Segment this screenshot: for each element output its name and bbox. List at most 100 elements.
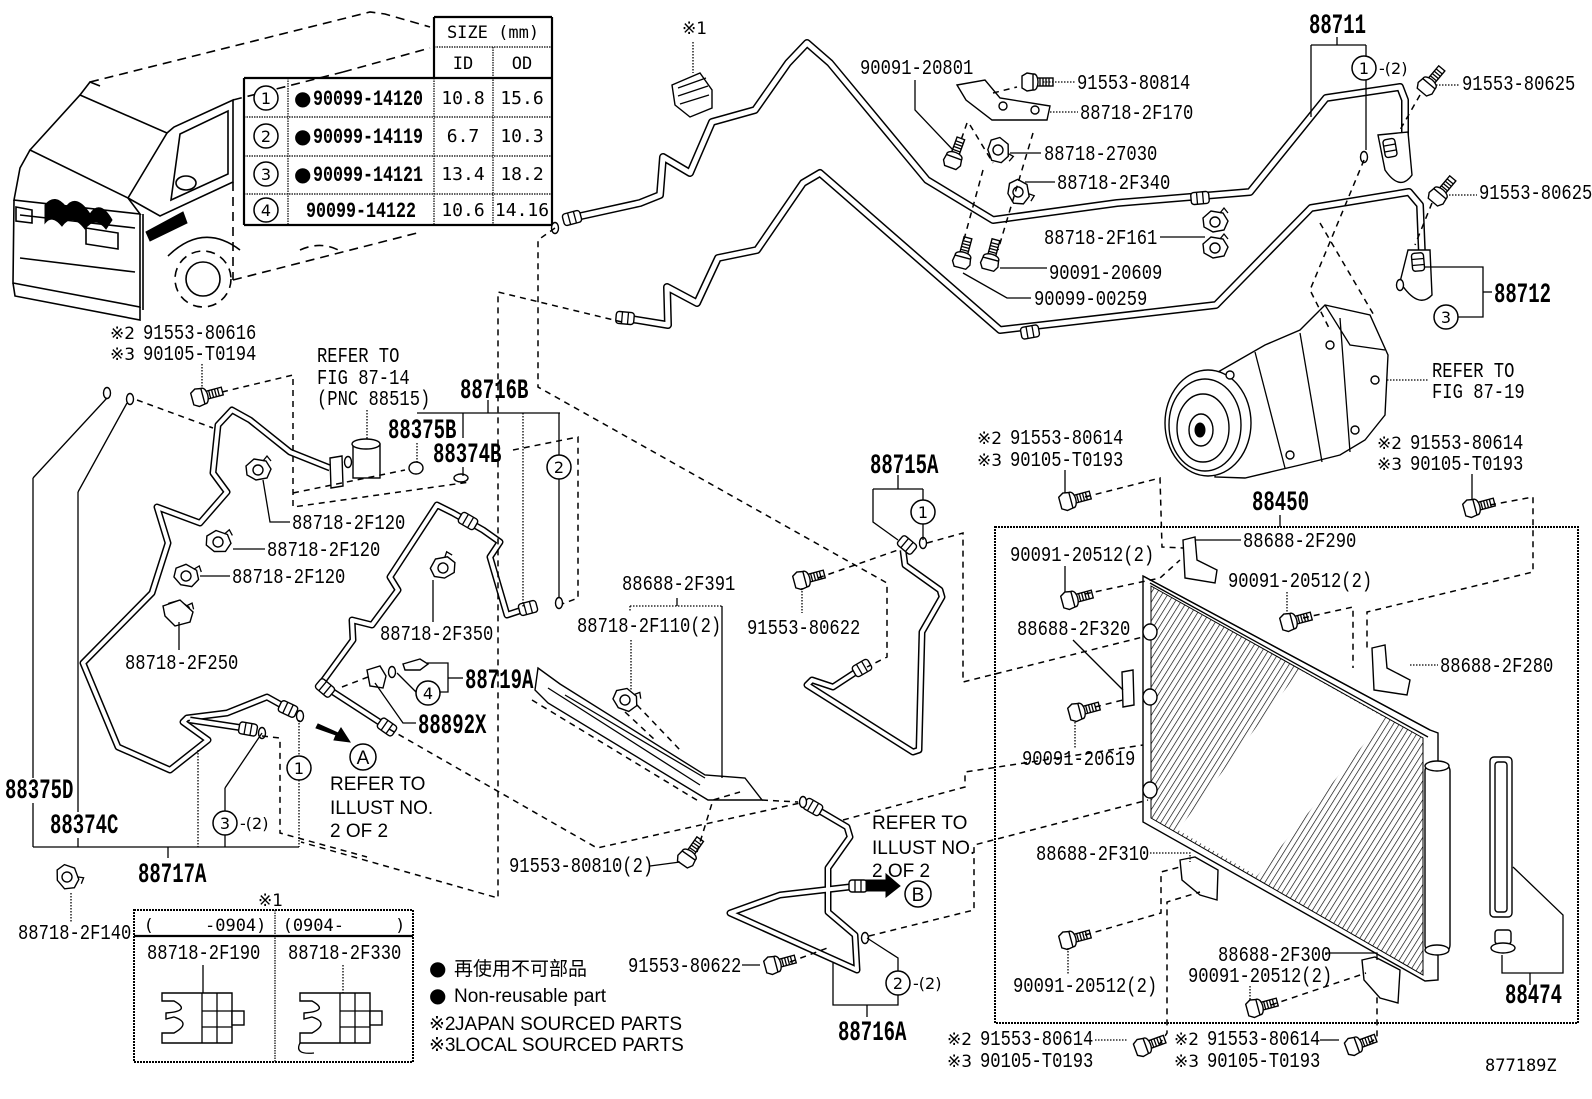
clip-variant-table: ( -0904) (0904- ) 88718-2F190 88718-2F33… xyxy=(144,916,406,966)
hose-ref-number: 1 xyxy=(294,759,304,778)
callout-88450[interactable]: 88450 xyxy=(1252,488,1309,519)
pipe-bore xyxy=(624,170,1425,333)
refer-line[interactable]: REFER TO xyxy=(1432,361,1514,384)
callout-88474[interactable]: 88474 xyxy=(1505,981,1562,1012)
callout-88718-2f170[interactable]: 88718-2F170 xyxy=(1080,103,1193,126)
callout-88688-2f290[interactable]: 88688-2F290 xyxy=(1243,531,1356,554)
callout-88374b[interactable]: 88374B xyxy=(433,440,502,471)
row-part-number[interactable]: 90099-14119 xyxy=(313,125,423,150)
callout-90091-20512[interactable]: 90091-20512(2) xyxy=(1010,545,1154,568)
fitting-flat xyxy=(1025,326,1029,339)
bolt-thread xyxy=(1081,492,1086,501)
callout-88711[interactable]: 88711 xyxy=(1309,11,1366,42)
refer-line[interactable]: ILLUST NO. xyxy=(330,798,433,819)
callout-91553-80814[interactable]: 91553-80814 xyxy=(1077,73,1190,96)
clamp-icon xyxy=(245,454,272,481)
callout-88718-2f140[interactable]: 88718-2F140 xyxy=(18,923,131,946)
bolt-thread xyxy=(216,388,221,397)
callout-local-part[interactable]: 90105-T0193 xyxy=(1010,450,1123,473)
callout-local-part[interactable]: 90105-T0193 xyxy=(980,1051,1093,1074)
callout-91553-80810[interactable]: 91553-80810(2) xyxy=(509,856,653,879)
callout-88716a[interactable]: 88716A xyxy=(838,1018,907,1049)
refer-line[interactable]: REFER TO xyxy=(872,813,967,834)
callout-local-part[interactable]: 90105-T0193 xyxy=(1207,1051,1320,1074)
callout-88716b[interactable]: 88716B xyxy=(460,376,529,407)
callout-japan-part[interactable]: 91553-80614 xyxy=(1410,433,1523,456)
callout-japan-part[interactable]: 91553-80614 xyxy=(1010,428,1123,451)
refer-note-illust-b[interactable]: B REFER TO ILLUST NO. 2 OF 2 xyxy=(872,813,975,908)
bolt-thread xyxy=(1433,70,1441,77)
callout-local-part[interactable]: 90105-T0194 xyxy=(143,344,256,367)
refer-note-fig-87-19[interactable]: REFER TO FIG 87-19 xyxy=(1432,361,1525,405)
callout-88717a[interactable]: 88717A xyxy=(138,860,207,891)
refer-note-illust-a[interactable]: A REFER TO ILLUST NO. 2 OF 2 xyxy=(330,743,433,842)
fitting-flat xyxy=(528,601,534,614)
callout-88718-2f340[interactable]: 88718-2F340 xyxy=(1057,173,1170,196)
hose-ref-number: 2 xyxy=(893,974,903,993)
bolt-thread xyxy=(1078,493,1083,502)
refer-line[interactable]: 2 OF 2 xyxy=(872,861,930,882)
callout-90091-20801[interactable]: 90091-20801 xyxy=(860,58,973,81)
callout-88719a[interactable]: 88719A xyxy=(465,666,534,697)
refer-line[interactable]: 2 OF 2 xyxy=(330,821,388,842)
drain-plug-icon xyxy=(1494,929,1512,945)
bolt-icon xyxy=(189,386,225,408)
refer-note-fig-87-14[interactable]: REFER TO FIG 87-14 (PNC 88515) xyxy=(317,346,430,412)
callout-88688-2f300[interactable]: 88688-2F300 xyxy=(1218,945,1331,968)
callout-90091-20512[interactable]: 90091-20512(2) xyxy=(1228,571,1372,594)
callout-90091-20512[interactable]: 90091-20512(2) xyxy=(1013,976,1157,999)
callout-90091-20619[interactable]: 90091-20619 xyxy=(1022,749,1135,772)
refer-line[interactable]: FIG 87-14 xyxy=(317,368,410,391)
callout-91553-80625[interactable]: 91553-80625 xyxy=(1462,74,1575,97)
callout-88688-2f320[interactable]: 88688-2F320 xyxy=(1017,619,1130,642)
callout-88718-2f120[interactable]: 88718-2F120 xyxy=(292,513,405,536)
callout-88892x[interactable]: 88892X xyxy=(418,711,487,742)
fitting-nut xyxy=(848,879,868,893)
callout-91553-80625[interactable]: 91553-80625 xyxy=(1479,183,1592,206)
ref-letter[interactable]: A xyxy=(357,748,370,769)
row-part-number[interactable]: 90099-14122 xyxy=(306,199,416,224)
clip-body xyxy=(161,992,233,1044)
callout-local-part[interactable]: 90105-T0193 xyxy=(1410,454,1523,477)
callout-88718-27030[interactable]: 88718-27030 xyxy=(1044,144,1157,167)
callout-88688-2f391[interactable]: 88688-2F391 xyxy=(622,574,735,597)
support-88688-2f391-icon xyxy=(534,666,764,801)
callout-90091-20512[interactable]: 90091-20512(2) xyxy=(1188,966,1332,989)
callout-88374c[interactable]: 88374C xyxy=(50,811,119,842)
callout-90099-00259[interactable]: 90099-00259 xyxy=(1034,289,1147,312)
refer-line[interactable]: REFER TO xyxy=(330,774,425,795)
callout-91553-80622[interactable]: 91553-80622 xyxy=(747,618,860,641)
callout-japan-part[interactable]: 91553-80616 xyxy=(143,323,256,346)
refer-line[interactable]: ILLUST NO. xyxy=(872,838,975,859)
sourced-bolt-callout: ※2 91553-80614 ※3 90105-T0193 xyxy=(977,428,1123,473)
callout-88718-2f250[interactable]: 88718-2F250 xyxy=(125,653,238,676)
row-part-number[interactable]: 90099-14120 xyxy=(313,87,423,112)
callout-88688-2f310[interactable]: 88688-2F310 xyxy=(1036,844,1149,867)
row-part-number[interactable]: 90099-14121 xyxy=(313,163,423,188)
callout-88715a[interactable]: 88715A xyxy=(870,451,939,482)
callout-88718-2f330[interactable]: 88718-2F330 xyxy=(288,943,401,966)
callout-88718-2f110[interactable]: 88718-2F110(2) xyxy=(577,616,721,639)
callout-japan-part[interactable]: 91553-80614 xyxy=(1207,1029,1320,1052)
callout-90091-20609[interactable]: 90091-20609 xyxy=(1049,263,1162,286)
refer-line[interactable]: REFER TO xyxy=(317,346,399,369)
callout-91553-80622[interactable]: 91553-80622 xyxy=(628,956,741,979)
refer-line[interactable]: (PNC 88515) xyxy=(317,389,430,412)
callout-88375b[interactable]: 88375B xyxy=(388,416,457,447)
callout-88712[interactable]: 88712 xyxy=(1494,280,1551,311)
callout-japan-part[interactable]: 91553-80614 xyxy=(980,1029,1093,1052)
refer-line[interactable]: FIG 87-19 xyxy=(1432,382,1525,405)
callout-88718-2f120[interactable]: 88718-2F120 xyxy=(232,567,345,590)
callout-88718-2f190[interactable]: 88718-2F190 xyxy=(147,943,260,966)
callout-88688-2f280[interactable]: 88688-2F280 xyxy=(1440,656,1553,679)
vehicle-outline xyxy=(127,98,234,217)
callout-88718-2f350[interactable]: 88718-2F350 xyxy=(380,624,493,647)
callout-88375d[interactable]: 88375D xyxy=(5,776,73,807)
callout-88718-2f161[interactable]: 88718-2F161 xyxy=(1044,228,1157,251)
bolt-thread xyxy=(1083,591,1088,600)
hose-ref-callout: 1 xyxy=(910,499,936,525)
ref-letter[interactable]: B xyxy=(912,885,925,906)
clip-pin xyxy=(231,1010,245,1026)
clip-88718-2f250-icon xyxy=(162,599,194,627)
callout-88718-2f120[interactable]: 88718-2F120 xyxy=(267,540,380,563)
